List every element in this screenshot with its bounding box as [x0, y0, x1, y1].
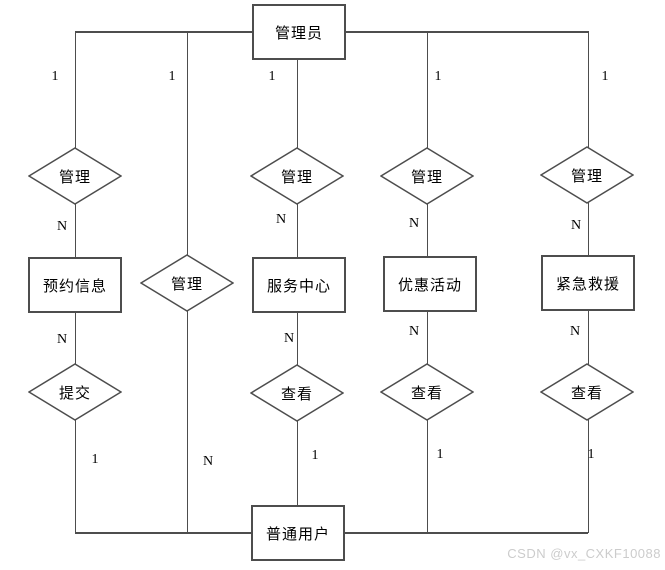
relation-manage-promotion: 管理: [380, 147, 474, 205]
relation-view-promotion: 查看: [380, 363, 474, 421]
cardinality-col4-lower-n: N: [408, 324, 420, 339]
cardinality-col5-lower-n: N: [569, 324, 581, 339]
relation-manage-user: 管理: [140, 254, 234, 312]
cardinality-col1-top: 1: [51, 69, 59, 84]
relation-label: 查看: [570, 385, 603, 402]
entity-admin: 管理员: [252, 4, 346, 60]
entity-reservation-label: 预约信息: [42, 278, 107, 295]
relation-manage-service-center: 管理: [250, 147, 344, 205]
diamond-shape: [380, 147, 474, 205]
cardinality-col4-bottom: 1: [436, 447, 444, 462]
cardinality-col3-lower-n: N: [283, 331, 295, 346]
cardinality-col3-upper-n: N: [275, 212, 287, 227]
relation-label: 查看: [410, 385, 443, 402]
entity-service-center-label: 服务中心: [266, 278, 331, 295]
relation-manage-reservation: 管理: [28, 147, 122, 205]
entity-rescue: 紧急救援: [541, 255, 635, 311]
entity-admin-label: 管理员: [274, 25, 323, 42]
cardinality-col3-bottom: 1: [311, 448, 319, 463]
diamond-shape: [250, 147, 344, 205]
cardinality-col5-upper-n: N: [570, 218, 582, 233]
cardinality-col4-upper-n: N: [408, 216, 420, 231]
cardinality-col5-top: 1: [601, 69, 609, 84]
entity-promotion: 优惠活动: [383, 256, 477, 312]
relation-label: 管理: [58, 169, 91, 186]
entity-user: 普通用户: [251, 505, 345, 561]
diamond-shape: [28, 363, 122, 421]
csdn-watermark: CSDN @vx_CXKF10088: [507, 546, 661, 561]
relation-view-rescue: 查看: [540, 363, 634, 421]
entity-service-center: 服务中心: [252, 257, 346, 313]
cardinality-col2-top: 1: [168, 69, 176, 84]
diamond-shape: [540, 146, 634, 204]
cardinality-col5-bottom: 1: [587, 447, 595, 462]
relation-manage-rescue: 管理: [540, 146, 634, 204]
cardinality-col2-bottom-n: N: [202, 454, 214, 469]
relation-label: 查看: [280, 386, 313, 403]
relation-label: 管理: [280, 169, 313, 186]
entity-reservation: 预约信息: [28, 257, 122, 313]
relation-label: 管理: [410, 169, 443, 186]
cardinality-col1-bottom: 1: [91, 452, 99, 467]
cardinality-col3-top: 1: [268, 69, 276, 84]
cardinality-col1-lower-n: N: [56, 332, 68, 347]
entity-user-label: 普通用户: [265, 526, 330, 543]
diamond-shape: [250, 364, 344, 422]
entity-promotion-label: 优惠活动: [397, 277, 462, 294]
diamond-shape: [540, 363, 634, 421]
entity-rescue-label: 紧急救援: [555, 276, 620, 293]
relation-label: 管理: [170, 276, 203, 293]
diamond-shape: [140, 254, 234, 312]
relation-label: 提交: [58, 385, 91, 402]
cardinality-col4-top: 1: [434, 69, 442, 84]
relation-submit-reservation: 提交: [28, 363, 122, 421]
diamond-shape: [380, 363, 474, 421]
diamond-shape: [28, 147, 122, 205]
relation-label: 管理: [570, 168, 603, 185]
cardinality-col1-upper-n: N: [56, 219, 68, 234]
relation-view-service-center: 查看: [250, 364, 344, 422]
